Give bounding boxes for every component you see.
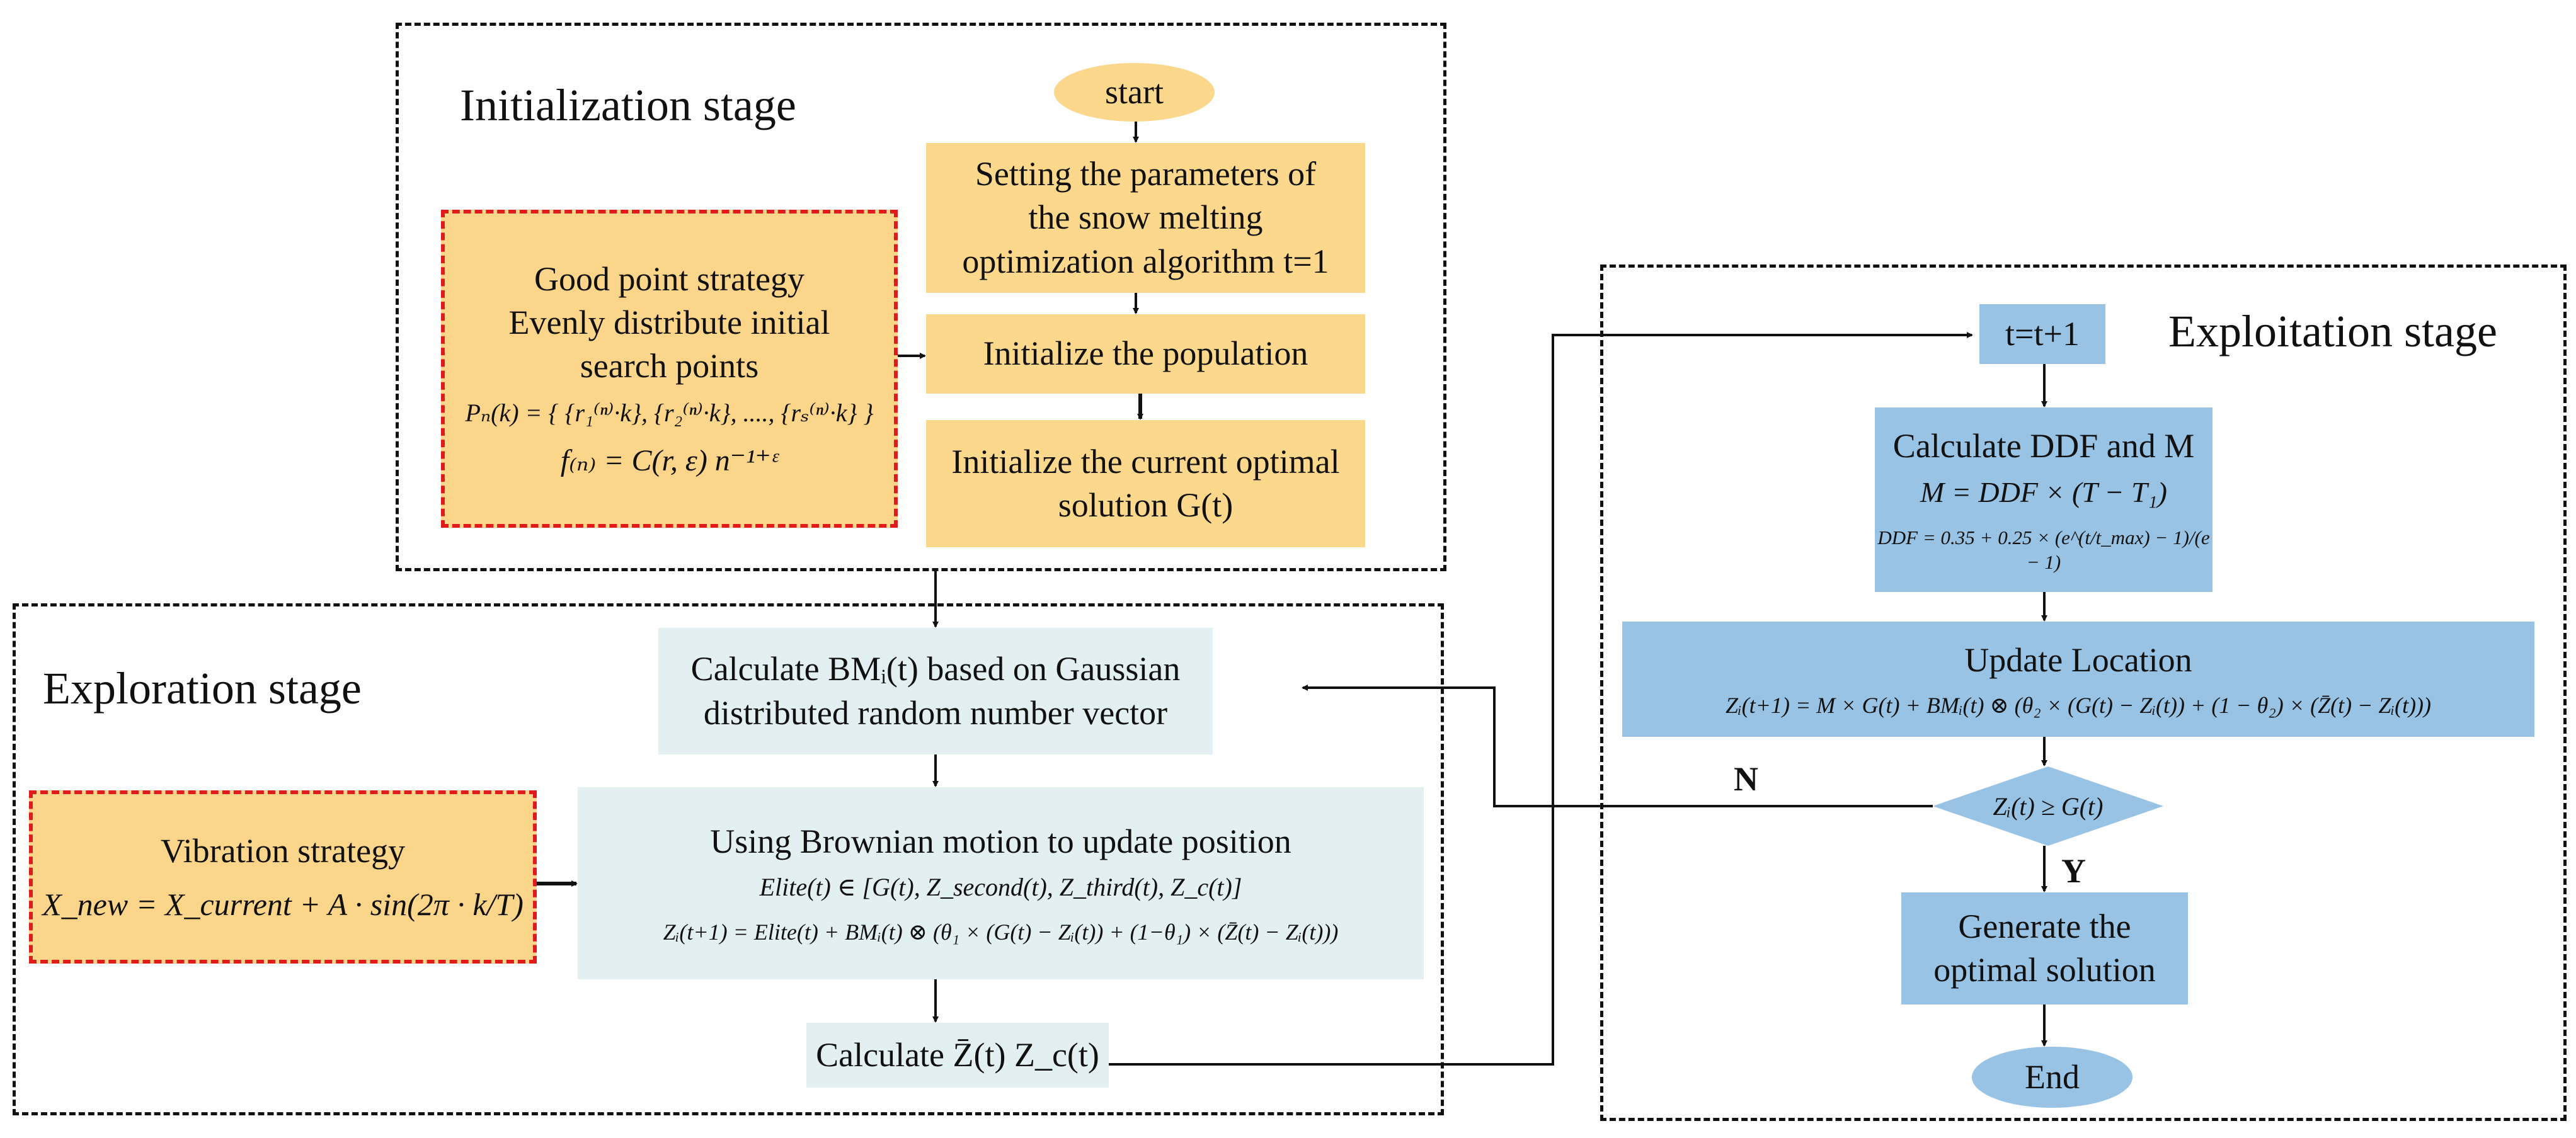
ddf-formula-2: DDF = 0.35 + 0.25 × (e^(t/t_max) − 1)/(e…: [1877, 526, 2210, 574]
good-point-line-3: search points: [580, 346, 759, 385]
initialize-population-box: Initialize the population: [926, 314, 1365, 394]
brownian-motion-box: Using Brownian motion to update position…: [578, 787, 1424, 979]
update-location-title: Update Location: [1964, 640, 2192, 679]
vibration-title: Vibration strategy: [160, 831, 406, 870]
end-label: End: [2025, 1057, 2080, 1096]
set-parameters-box: Setting the parameters of the snow melti…: [926, 143, 1365, 293]
ddf-formula-1: M = DDF × (T − T₁): [1920, 475, 2167, 508]
calculate-z-label: Calculate Z̄(t) Z_c(t): [816, 1035, 1099, 1074]
good-point-strategy-box: Good point strategy Evenly distribute in…: [441, 210, 898, 528]
branch-yes-label: Y: [2061, 852, 2086, 890]
branch-no-label: N: [1734, 760, 1758, 798]
update-location-box: Update Location Zᵢ(t+1) = M × G(t) + BMᵢ…: [1622, 622, 2534, 737]
good-point-formula-2: f₍ₙ₎ = C(r, ε) n⁻¹⁺ᵋ: [560, 444, 779, 478]
vibration-strategy-box: Vibration strategy X_new = X_current + A…: [29, 790, 537, 964]
generate-line-2: optimal solution: [1933, 951, 2156, 989]
exploitation-stage-frame: [1600, 265, 2567, 1121]
update-location-formula: Zᵢ(t+1) = M × G(t) + BMᵢ(t) ⊗ (θ₂ × (G(t…: [1725, 693, 2432, 719]
calculate-bm-line-1: Calculate BMᵢ(t) based on Gaussian: [690, 650, 1181, 688]
arrow-calcz-to-tinc: [1109, 332, 1973, 1066]
decision-diamond: Zᵢ(t) ≥ G(t): [1933, 766, 2163, 846]
set-parameters-line-3: optimization algorithm t=1: [962, 242, 1329, 280]
brownian-formula-1: Elite(t) ∈ [G(t), Z_second(t), Z_third(t…: [759, 873, 1242, 902]
start-terminal: start: [1054, 63, 1215, 122]
start-label: start: [1105, 72, 1164, 111]
generate-solution-box: Generate the optimal solution: [1901, 892, 2188, 1004]
arrow-decision-to-calcbm: [1302, 685, 1933, 807]
t-increment-label: t=t+1: [2005, 314, 2080, 353]
ddf-title: Calculate DDF and M: [1892, 426, 2195, 465]
good-point-line-2: Evenly distribute initial: [508, 303, 830, 341]
calculate-ddf-box: Calculate DDF and M M = DDF × (T − T₁) D…: [1875, 407, 2212, 592]
vibration-formula: X_new = X_current + A · sin(2π · k/T): [42, 887, 524, 923]
initialization-stage-frame: [396, 23, 1446, 571]
set-parameters-line-1: Setting the parameters of: [975, 155, 1317, 193]
good-point-formula-1: Pₙ(k) = { {r₁⁽ⁿ⁾·k}, {r₂⁽ⁿ⁾·k}, ...., {r…: [465, 398, 874, 427]
decision-label: Zᵢ(t) ≥ G(t): [1993, 792, 2104, 821]
brownian-title: Using Brownian motion to update position: [710, 822, 1291, 861]
initialize-optimal-line-1: Initialize the current optimal: [951, 442, 1340, 481]
initialize-optimal-box: Initialize the current optimal solution …: [926, 420, 1365, 547]
initialization-stage-title: Initialization stage: [460, 80, 796, 130]
end-terminal: End: [1972, 1047, 2132, 1108]
calculate-bm-line-2: distributed random number vector: [703, 693, 1168, 732]
calculate-z-box: Calculate Z̄(t) Z_c(t): [806, 1023, 1109, 1088]
generate-line-1: Generate the: [1958, 907, 2131, 945]
initialize-optimal-line-2: solution G(t): [1058, 486, 1234, 524]
initialize-population-label: Initialize the population: [983, 334, 1308, 373]
set-parameters-line-2: the snow melting: [1028, 198, 1263, 237]
exploration-stage-title: Exploration stage: [43, 663, 362, 714]
exploration-stage-frame: [13, 603, 1444, 1115]
exploitation-stage-title: Exploitation stage: [2168, 306, 2497, 356]
t-increment-box: t=t+1: [1979, 304, 2105, 364]
brownian-formula-2: Zᵢ(t+1) = Elite(t) + BMᵢ(t) ⊗ (θ₁ × (G(t…: [663, 919, 1339, 945]
good-point-line-1: Good point strategy: [534, 259, 804, 298]
calculate-bm-box: Calculate BMᵢ(t) based on Gaussian distr…: [658, 628, 1213, 754]
